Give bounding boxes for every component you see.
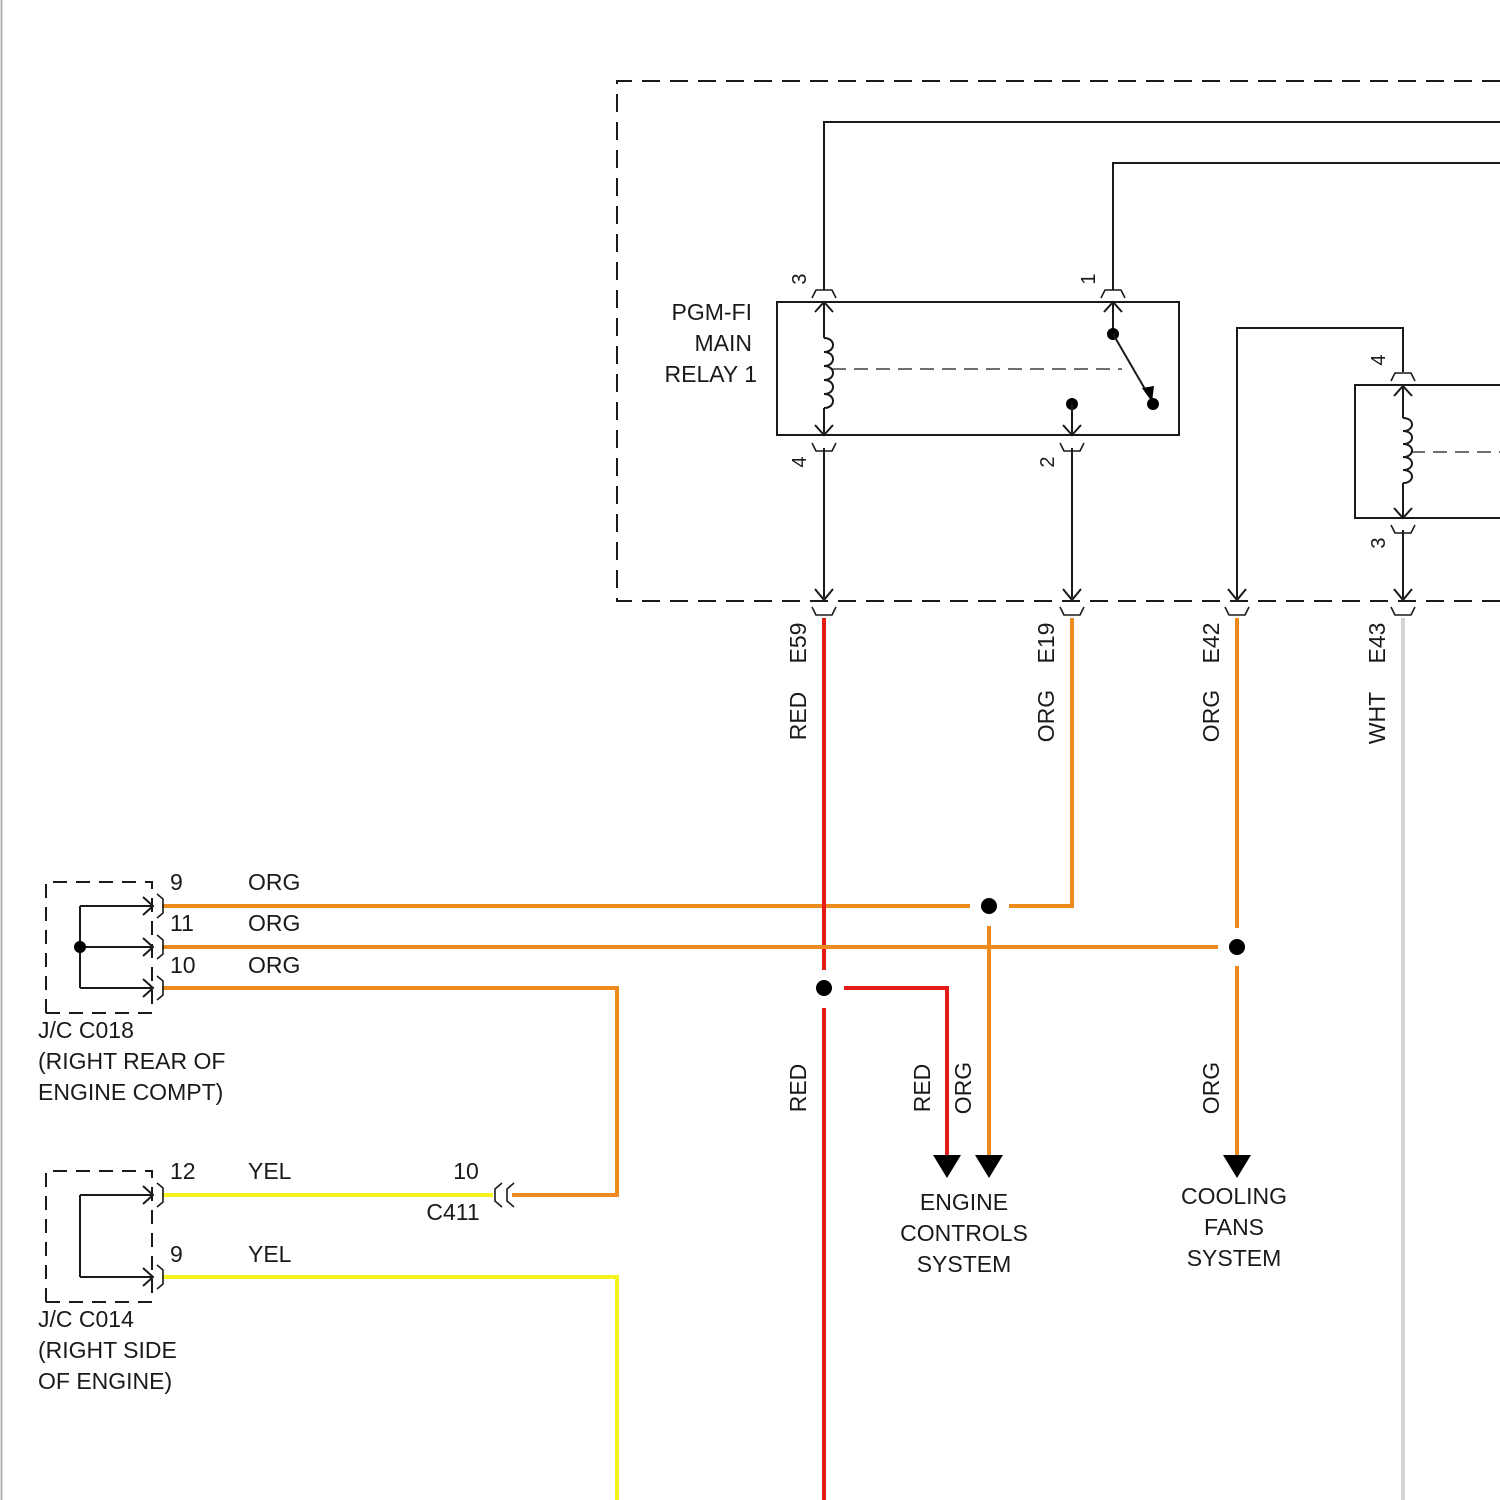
relay1-name-line3: RELAY 1 [665,361,757,387]
wire-color-red-lower: RED [785,1064,811,1113]
relay2-pin-3: 3 [1368,537,1390,548]
arrow-org-cooling-fans [1223,1155,1251,1178]
c014-label-line2: (RIGHT SIDE [38,1337,177,1363]
c014-label-line1: J/C C014 [38,1306,134,1332]
splice-e19 [981,898,997,914]
connector-c411 [495,1183,514,1207]
c014-label-line3: OF ENGINE) [38,1368,172,1394]
c014-pin-9: 9 [170,1241,183,1267]
c018-label-line2: (RIGHT REAR OF [38,1048,225,1074]
wire-color-org-pin9: ORG [248,869,300,895]
splice-e59 [816,980,832,996]
wire-color-yel-pin9: YEL [248,1241,292,1267]
relay1-pin-4: 4 [789,456,811,467]
wire-color-org-pin11: ORG [248,910,300,936]
relay-2-partial [1355,373,1500,533]
jc-c018 [46,882,163,1013]
jc-c014 [46,1171,163,1302]
terminal-e43: E43 [1364,623,1390,664]
terminal-e19: E19 [1033,623,1059,664]
relay1-pin-2: 2 [1037,456,1059,467]
wire-color-org-pin10: ORG [248,952,300,978]
wire-yel-c014-pin9 [162,1277,617,1500]
engine-controls-line3: SYSTEM [917,1251,1012,1277]
relay1-name-line2: MAIN [695,330,753,356]
c014-pin-12: 12 [170,1158,196,1184]
terminal-e42: E42 [1198,623,1224,664]
c018-label-line3: ENGINE COMPT) [38,1079,223,1105]
relay2-pin-4: 4 [1368,354,1390,365]
cooling-fans-line3: SYSTEM [1187,1245,1282,1271]
wire-color-org-cf: ORG [1198,1062,1224,1114]
arrow-red-engine-controls [933,1155,961,1178]
c018-pin-9: 9 [170,869,183,895]
engine-controls-line2: CONTROLS [900,1220,1028,1246]
wire-color-red-e59: RED [785,692,811,741]
cooling-fans-line2: FANS [1204,1214,1264,1240]
wire-color-org-e42: ORG [1198,690,1224,742]
wire-color-org-ec: ORG [950,1062,976,1114]
wire-color-wht-e43: WHT [1364,692,1390,744]
relay1-pin-3: 3 [789,273,811,284]
wire-org-c018-pin10 [162,988,617,1195]
wire-color-yel-pin12: YEL [248,1158,292,1184]
relay1-pin-1: 1 [1078,273,1100,284]
arrow-org-engine-controls [975,1155,1003,1178]
c018-pin-11: 11 [170,910,194,936]
box-terminal-marks [812,607,1415,615]
pgm-fi-main-relay-1: PGM-FI MAIN RELAY 1 [665,299,1179,435]
splice-e42 [1229,939,1245,955]
terminal-e59: E59 [785,623,811,664]
c411-pin: 10 [453,1158,479,1184]
internal-wiring [815,122,1500,600]
wire-color-red-ec: RED [909,1064,935,1113]
c018-pin-10: 10 [170,952,196,978]
relay1-name-line1: PGM-FI [672,299,753,325]
c018-label-line1: J/C C018 [38,1017,134,1043]
cooling-fans-line1: COOLING [1181,1183,1287,1209]
engine-controls-line1: ENGINE [920,1189,1008,1215]
relay-coil-icon [815,302,833,435]
wire-color-org-e19: ORG [1033,690,1059,742]
c411-name: C411 [426,1199,479,1225]
